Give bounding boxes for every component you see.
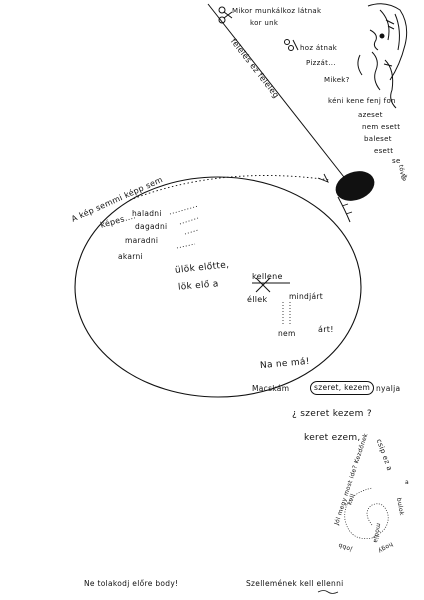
face-sketch-icon bbox=[357, 3, 408, 109]
right-word-4: esett bbox=[374, 147, 394, 155]
text-nyalja: nyalja bbox=[376, 384, 401, 393]
scissors-icon bbox=[218, 6, 233, 24]
text-szeret-kezem-circled: szeret, kezem bbox=[310, 381, 375, 395]
word-haladni: haladni bbox=[132, 209, 162, 218]
word-dagadni: dagadni bbox=[135, 222, 168, 231]
scissors-icon-2 bbox=[284, 39, 299, 51]
large-oval bbox=[74, 176, 362, 398]
word-akarni: akarni bbox=[118, 252, 143, 261]
dotted-leader-1 bbox=[169, 205, 199, 215]
right-word-5: se bbox=[392, 157, 401, 165]
question-phrase: szeret kezem bbox=[300, 409, 364, 419]
dotted-leader-4 bbox=[176, 243, 196, 249]
corner-line-2: kor unk bbox=[250, 19, 279, 27]
corner-line-1: Mikor munkálkoz látnak bbox=[232, 7, 322, 15]
cross-mark bbox=[255, 277, 271, 293]
footer-right: Szellemének kell ellenni bbox=[246, 579, 344, 588]
text-keret-ezem: keret ezem, bbox=[304, 433, 361, 443]
footer-left: Ne tolakodj előre body! bbox=[84, 579, 179, 588]
corner-line-5: Mikek? bbox=[324, 76, 350, 84]
dotted-leader-3 bbox=[184, 229, 199, 235]
text-art: árt! bbox=[318, 325, 334, 334]
text-nem: nem bbox=[278, 329, 296, 338]
spiral-drawing bbox=[344, 487, 389, 539]
footer-squiggle bbox=[317, 590, 339, 594]
text-ellek: éllek bbox=[247, 295, 268, 304]
corner-line-4: Pizzát... bbox=[306, 59, 336, 67]
balloon-icon bbox=[317, 171, 375, 223]
right-word-3: baleset bbox=[364, 135, 392, 143]
dotted-leader-2 bbox=[179, 217, 199, 225]
text-kellene: kellene bbox=[252, 272, 283, 281]
text-szeret-kezem-question: ¿ szeret kezem ? bbox=[292, 409, 372, 419]
spiral-text-5: a bbox=[405, 479, 409, 486]
word-maradni: maradni bbox=[125, 236, 159, 245]
right-word-1: azeset bbox=[358, 111, 383, 119]
diagonal-line bbox=[207, 3, 352, 187]
text-mindjart: mindjárt bbox=[289, 292, 324, 301]
corner-line-3: hoz átnak bbox=[300, 44, 338, 52]
dotted-arc bbox=[129, 175, 331, 201]
corner-line-6: kéni kene fenj fon bbox=[328, 97, 396, 105]
right-word-2: nem esett bbox=[362, 123, 401, 131]
text-macskam: Macskám bbox=[252, 384, 290, 393]
